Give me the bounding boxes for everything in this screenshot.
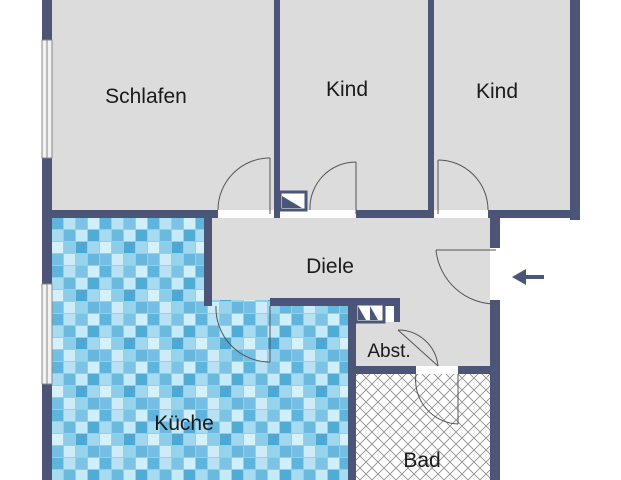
room-floor-schlafen <box>52 0 274 210</box>
room-floor-bad <box>356 374 490 480</box>
room-label-abst: Abst. <box>367 341 410 362</box>
room-label-schlafen: Schlafen <box>105 85 187 108</box>
room-floor-abst <box>356 322 398 366</box>
room-floor-kueche-cutout <box>212 218 348 300</box>
room-label-diele: Diele <box>306 255 354 278</box>
room-label-bad: Bad <box>403 449 440 472</box>
room-floor-kind-2 <box>434 0 570 210</box>
arrow-left-icon <box>512 269 544 285</box>
shafts <box>278 190 386 324</box>
doors <box>215 157 497 425</box>
room-label-kueche: Küche <box>154 412 214 435</box>
room-floor-kind-1 <box>280 0 428 210</box>
walls <box>42 0 580 480</box>
room-label-kind-1: Kind <box>326 78 368 101</box>
windows <box>41 39 53 385</box>
room-label-kind-2: Kind <box>476 80 518 103</box>
